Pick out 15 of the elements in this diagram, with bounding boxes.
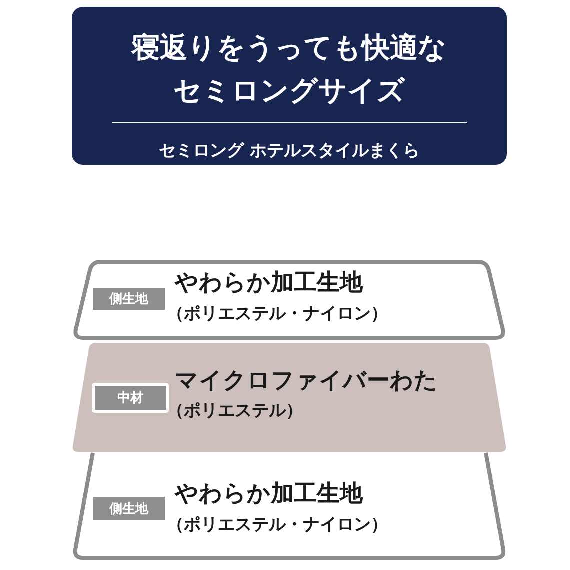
material-name: やわらか加工生地: [175, 480, 363, 509]
material-composition: （ポリエステル・ナイロン）: [167, 514, 388, 536]
material-name: やわらか加工生地: [175, 269, 363, 298]
product-name: セミロング ホテルスタイルまくら: [159, 140, 420, 162]
fabric-layer: [72, 453, 507, 560]
headline: 寝返りをうっても快適なセミロングサイズ: [131, 30, 448, 110]
material-composition: （ポリエステル・ナイロン）: [167, 303, 388, 326]
filling-layer: [72, 343, 507, 452]
header-banner: [72, 7, 507, 165]
material-name: マイクロファイバーわた: [175, 367, 438, 396]
category-tag: 側生地: [93, 288, 165, 310]
material-composition: （ポリエステル）: [167, 400, 303, 422]
category-tag: 側生地: [93, 497, 165, 520]
fabric-layer: [72, 260, 507, 340]
category-tag: 中材: [92, 383, 169, 413]
